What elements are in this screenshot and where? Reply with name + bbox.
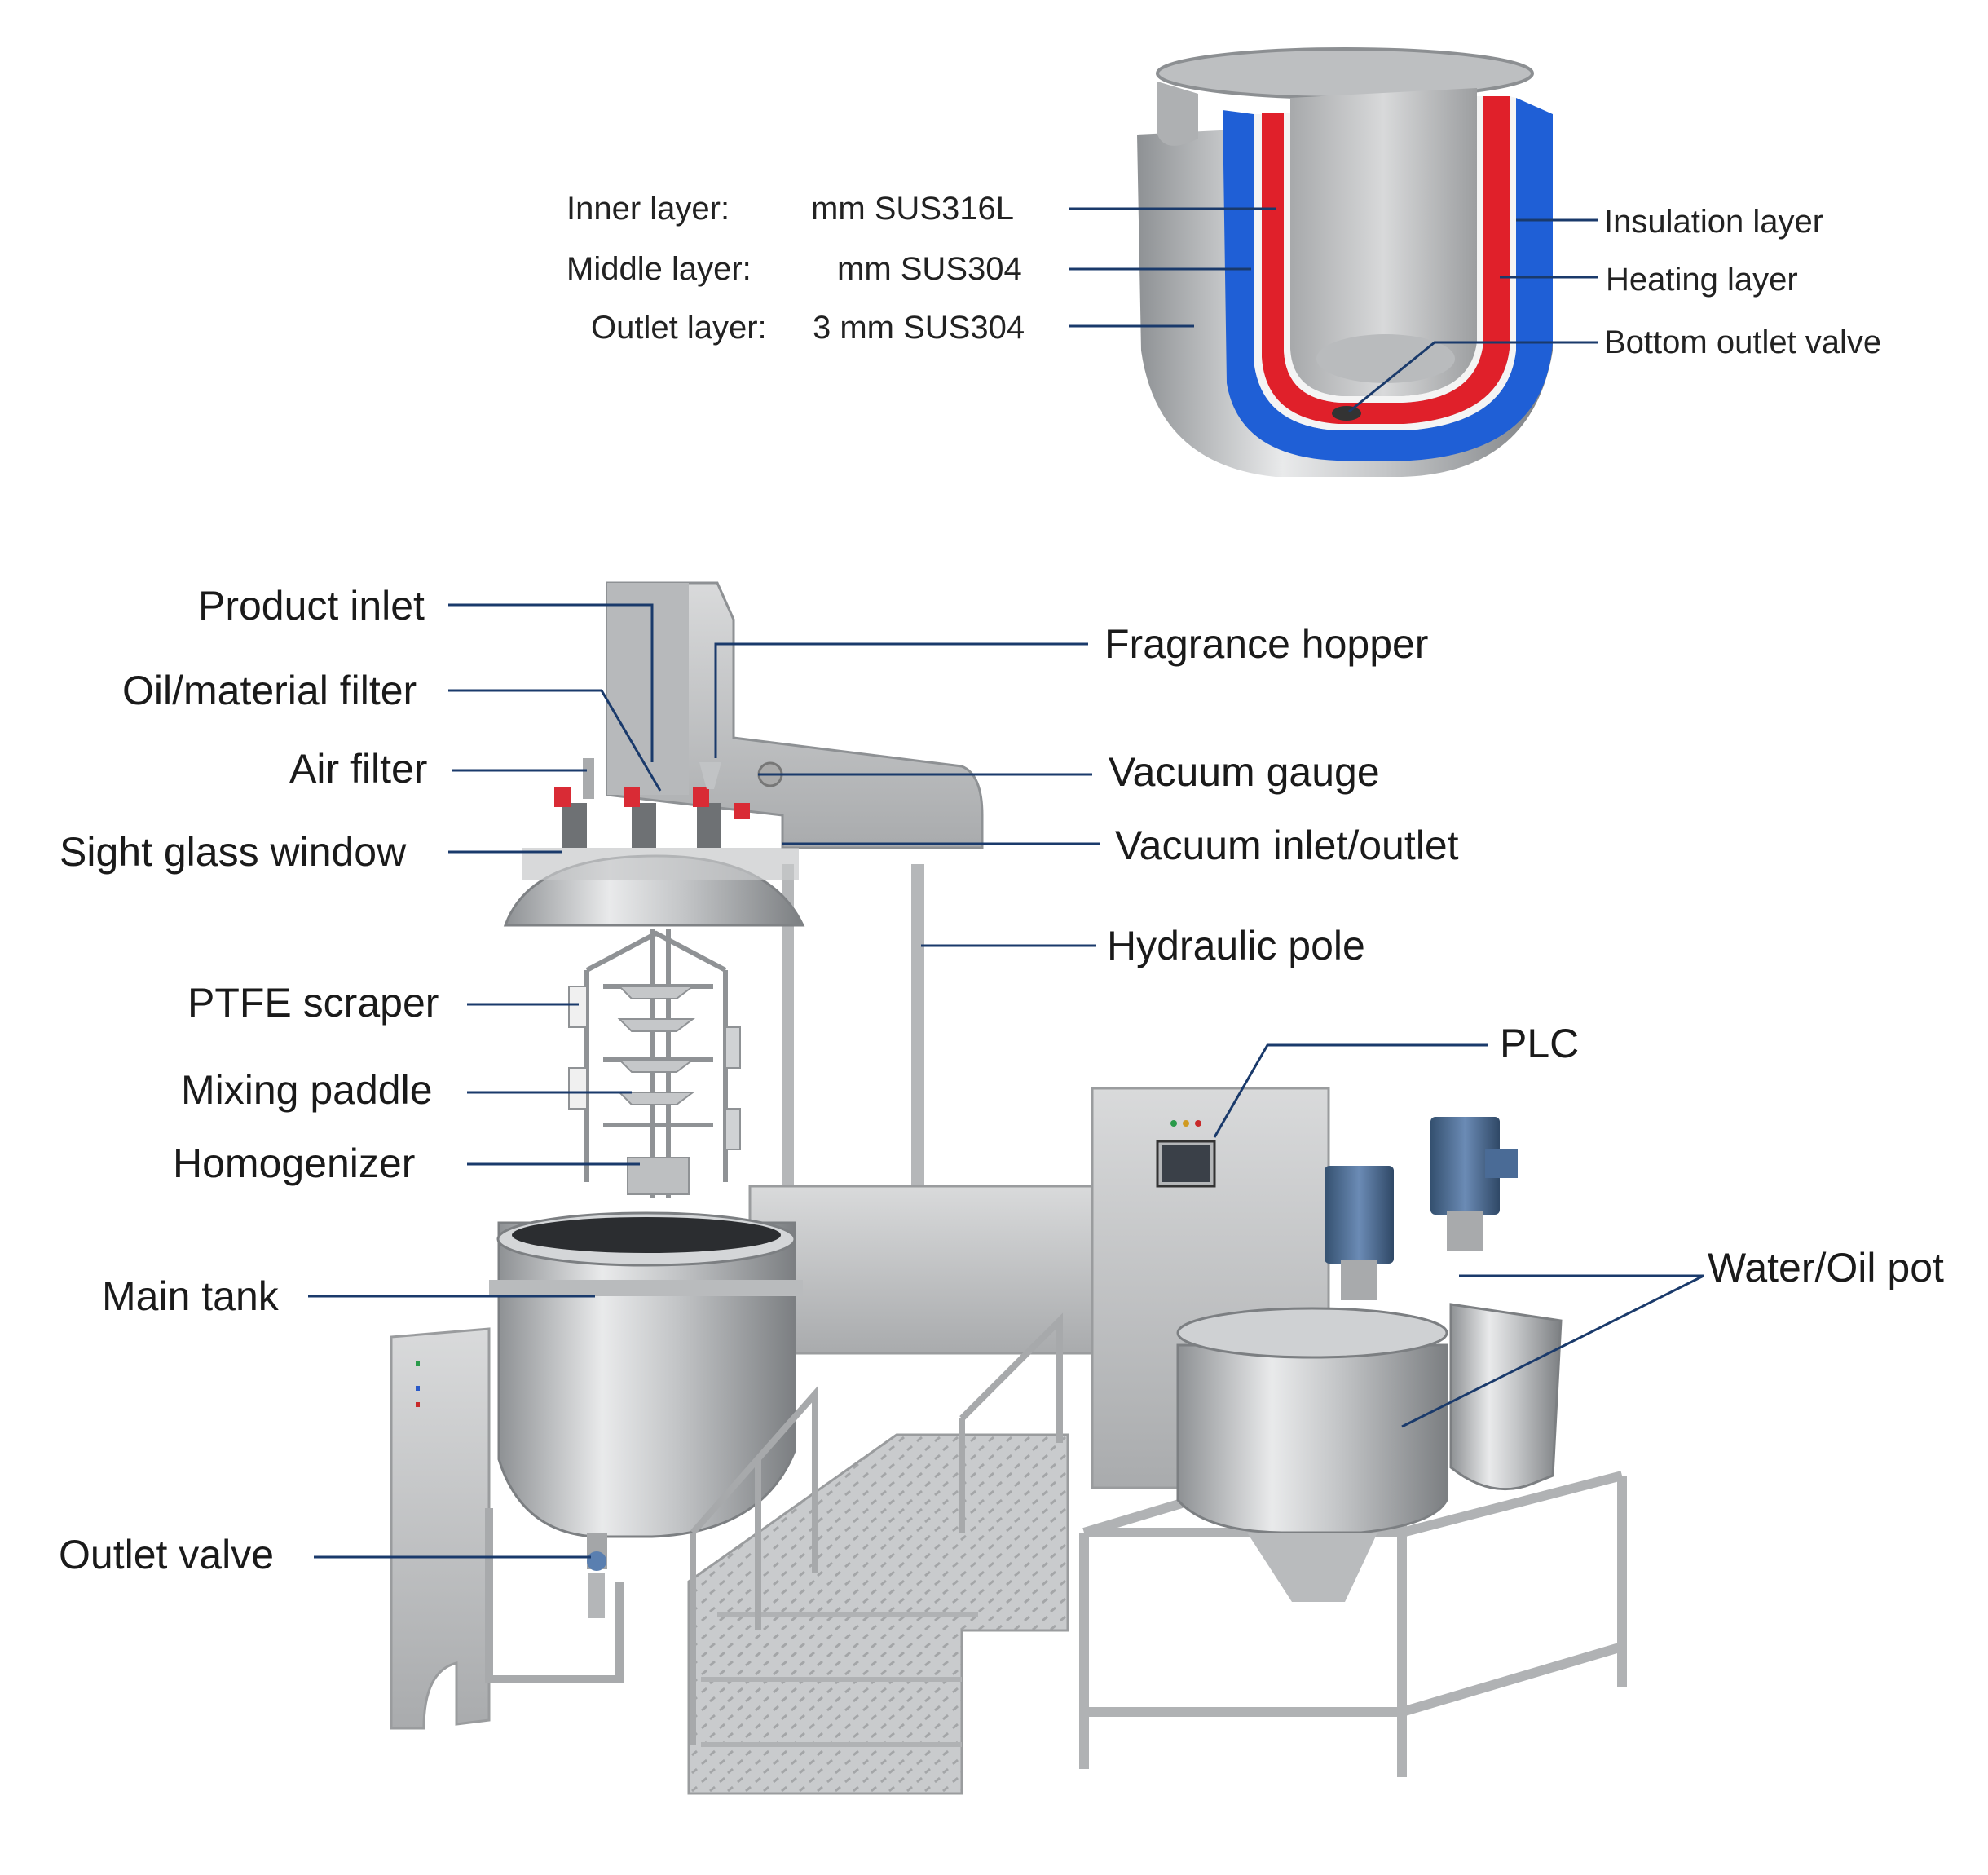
left-control-box: [390, 1327, 491, 1730]
air-filter-label: Air filter: [289, 746, 428, 792]
fragrance-hopper-label: Fragrance hopper: [1104, 621, 1429, 667]
hydraulic-pole-2: [782, 864, 794, 1190]
inner-pot: [1290, 88, 1477, 396]
product-inlet-label: Product inlet: [198, 583, 425, 629]
bottom-valve-hole: [1332, 406, 1361, 421]
mixing-paddle-label: Mixing paddle: [181, 1067, 433, 1113]
stairs: [687, 1312, 1069, 1795]
outlet-layer-name: Outlet layer:: [591, 310, 767, 346]
oil-filter-label: Oil/material filter: [122, 668, 417, 713]
water-pot: [1176, 1166, 1448, 1602]
middle-layer-name: Middle layer:: [566, 251, 752, 287]
cutaway-tank: [1137, 47, 1553, 477]
motor-2: [1430, 1117, 1500, 1215]
plc-label: PLC: [1500, 1021, 1580, 1066]
tank-lid: [503, 758, 805, 927]
outlet-valve-label: Outlet valve: [59, 1532, 275, 1577]
handrail-right: [959, 1312, 1063, 1533]
inner-layer-name: Inner layer:: [566, 191, 730, 227]
ptfe-scraper-label: PTFE scraper: [187, 980, 439, 1026]
hydraulic-pole-1: [911, 864, 924, 1190]
homogenizer-label: Homogenizer: [173, 1140, 416, 1186]
lifting-head: [606, 581, 984, 849]
insulation-layer-band: [1223, 98, 1553, 461]
vacuum-inlet-outlet-label: Vacuum inlet/outlet: [1115, 823, 1459, 868]
middle-layer-spec: mm SUS304: [837, 251, 1022, 287]
insulation-layer-label: Insulation layer: [1604, 204, 1824, 240]
heating-layer-label: Heating layer: [1606, 262, 1798, 298]
center-cabinet: [748, 1185, 1094, 1355]
bottom-outlet-valve-label: Bottom outlet valve: [1604, 324, 1882, 360]
water-oil-pot-label: Water/Oil pot: [1708, 1245, 1944, 1290]
main-tank: [489, 1211, 803, 1618]
handrail-left: [690, 1385, 818, 1745]
oil-pot: [1430, 1117, 1563, 1491]
sight-glass-label: Sight glass window: [60, 829, 407, 875]
hydraulic-pole-label: Hydraulic pole: [1107, 923, 1365, 968]
machine-leader-lines: [308, 603, 1704, 1559]
main-tank-label: Main tank: [102, 1273, 279, 1319]
heating-layer-band: [1262, 96, 1510, 424]
vacuum-gauge-label: Vacuum gauge: [1109, 749, 1380, 795]
top-leader-lines: [1069, 207, 1598, 413]
outlet-layer-spec: 3 mm SUS304: [813, 310, 1025, 346]
inner-layer-spec: mm SUS316L: [811, 191, 1014, 227]
motor-1: [1325, 1166, 1394, 1264]
